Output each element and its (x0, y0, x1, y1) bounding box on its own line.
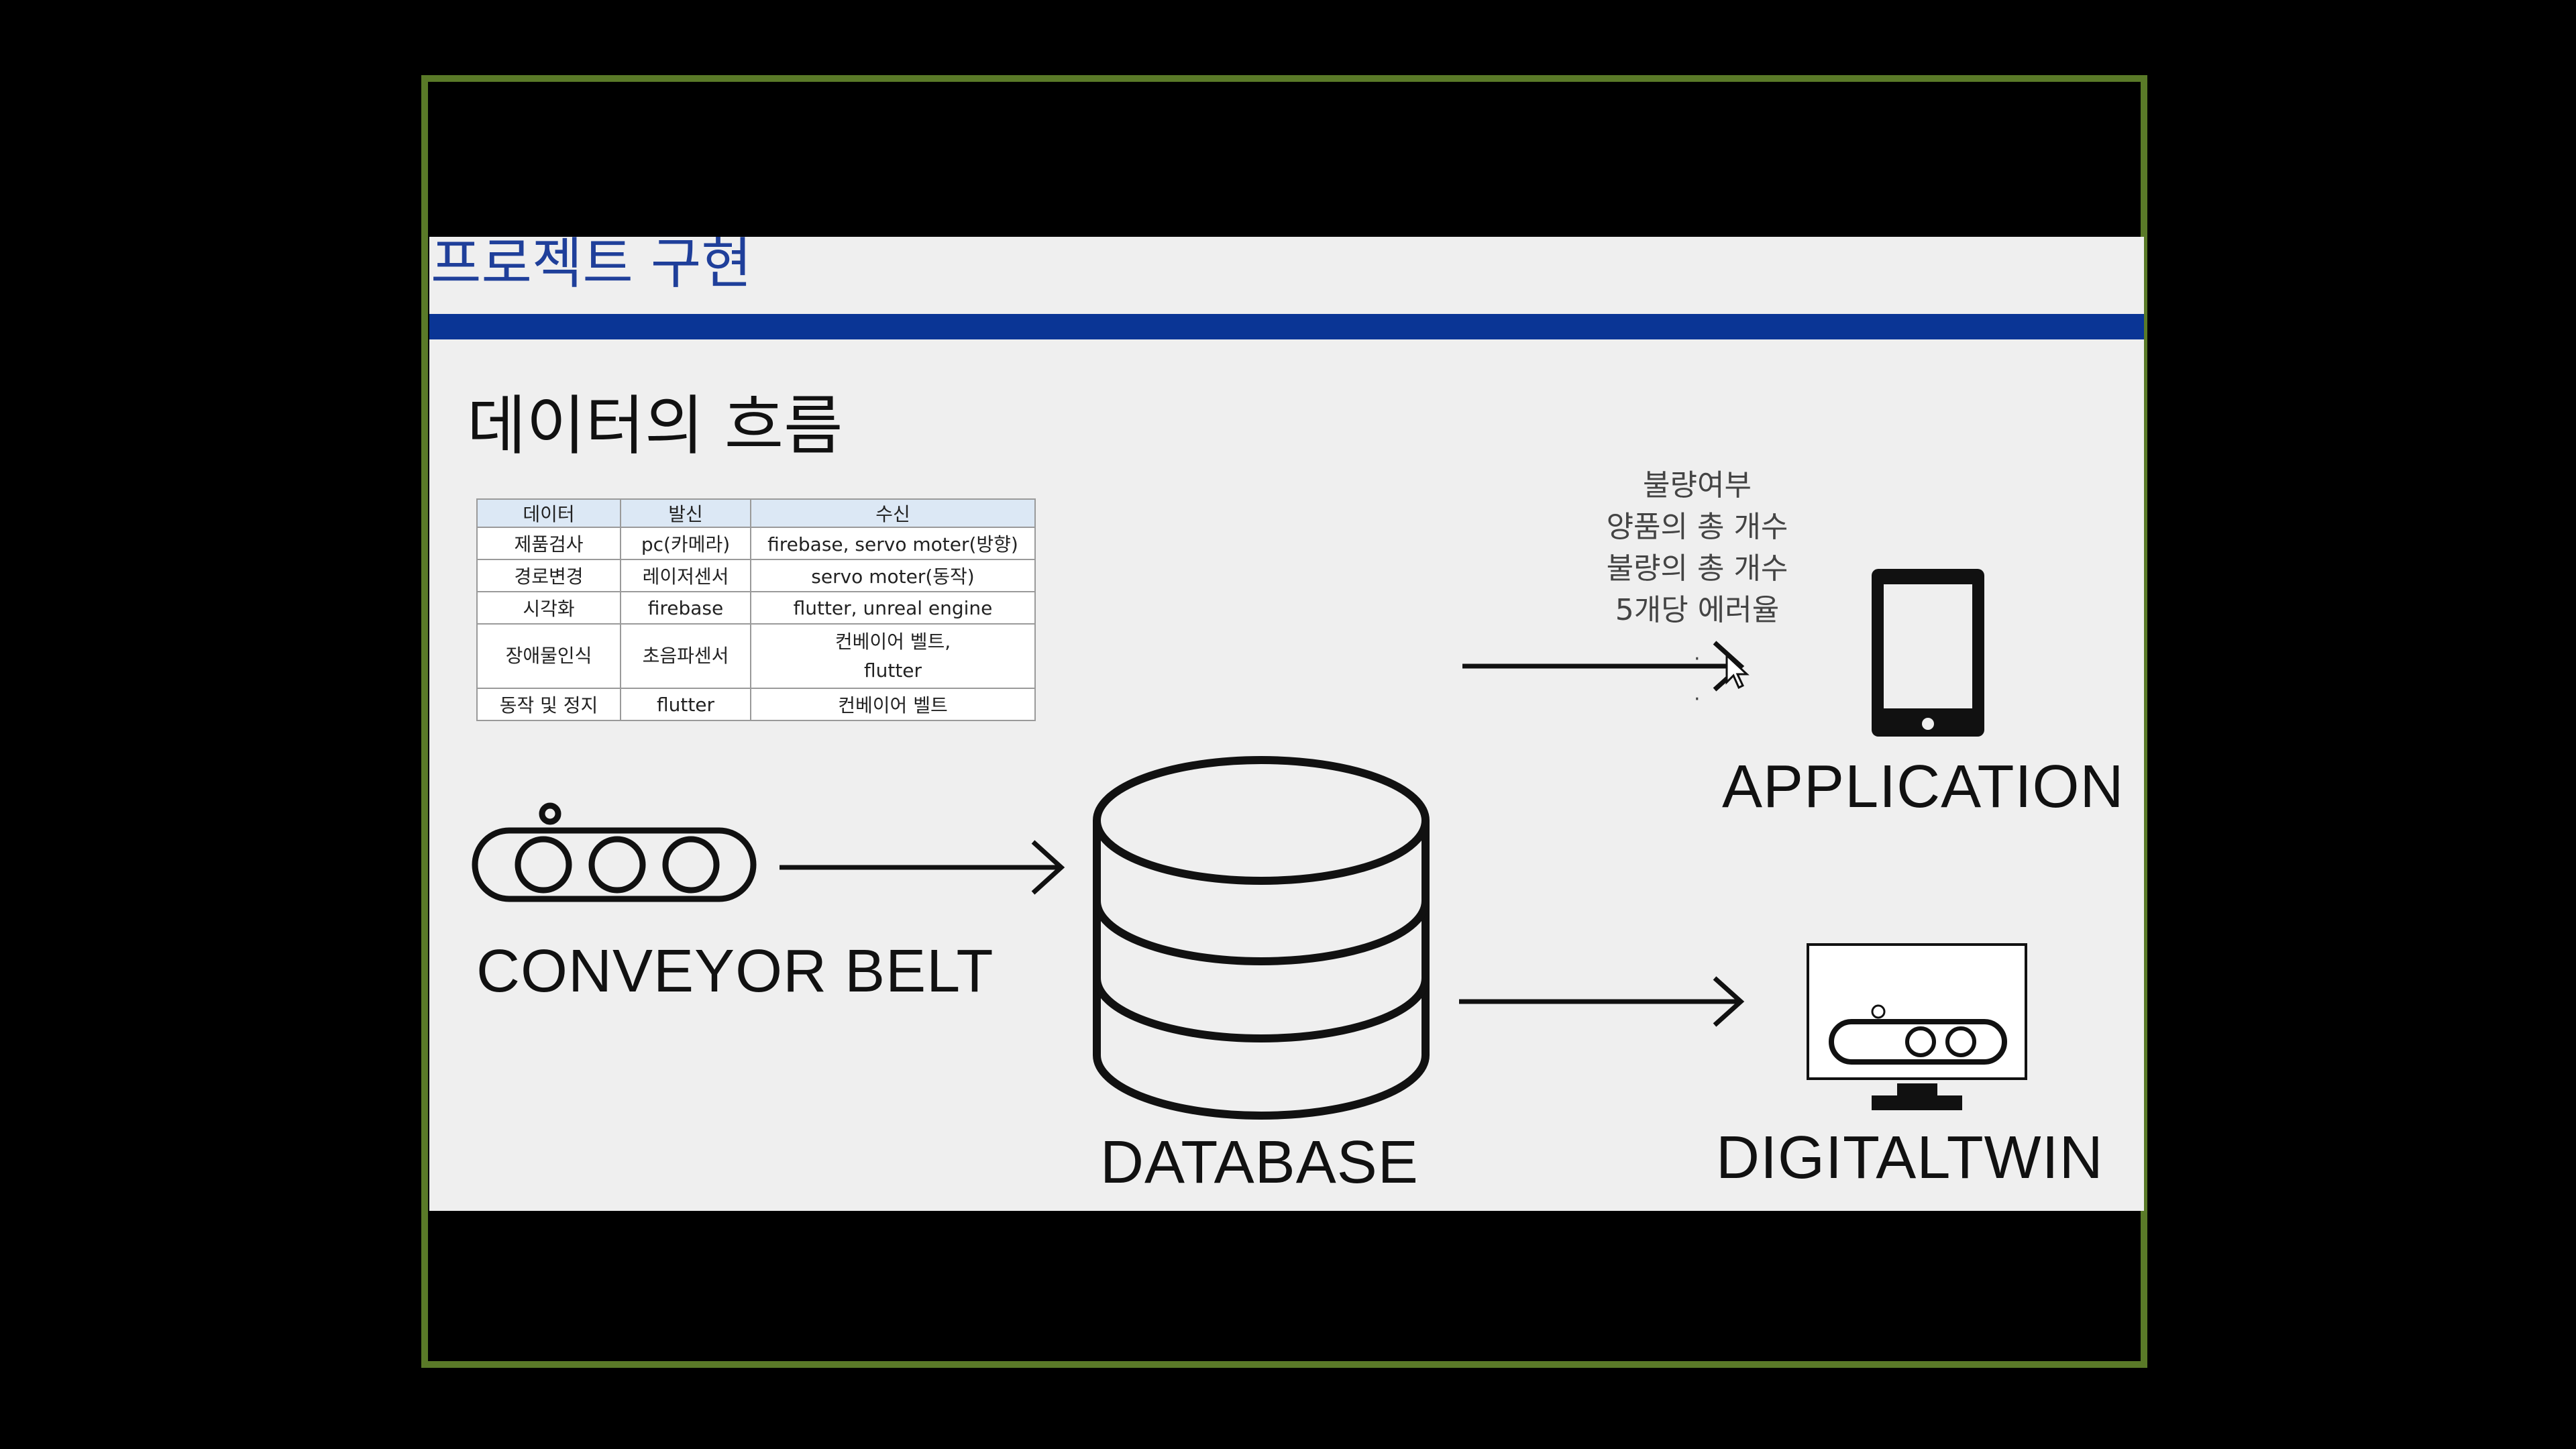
mouse-cursor-icon (1725, 653, 1750, 690)
slide-title: 프로젝트 구현 (431, 237, 752, 296)
table-cell: 컨베이어 벨트 (750, 688, 1036, 721)
data-flow-table: 데이터 발신 수신 제품검사 pc(카메라) firebase, servo m… (476, 498, 1036, 721)
table-cell: flutter (620, 688, 751, 721)
table-cell: flutter, unreal engine (750, 591, 1036, 625)
table-cell: servo moter(동작) (750, 559, 1036, 592)
phone-icon (1872, 569, 1984, 737)
table-cell: 경로변경 (476, 559, 621, 592)
database-icon (1093, 756, 1430, 1120)
arrow-database-to-application (1462, 641, 1745, 692)
conveyor-belt-icon (472, 802, 757, 902)
conveyor-belt-label: CONVEYOR BELT (476, 938, 994, 1005)
digitaltwin-label: DIGITALTWIN (1716, 1124, 2104, 1191)
application-label: APPLICATION (1722, 753, 2125, 820)
table-row: 제품검사 pc(카메라) firebase, servo moter(방향) (476, 527, 1036, 560)
table-header-row: 데이터 발신 수신 (476, 498, 1036, 528)
table-row: 경로변경 레이저센서 servo moter(동작) (476, 559, 1036, 592)
arrow-database-to-digitaltwin (1459, 976, 1745, 1027)
table-cell: pc(카메라) (620, 527, 751, 560)
table-header: 수신 (750, 498, 1036, 528)
arrow-conveyor-to-database (780, 840, 1065, 895)
table-cell: 제품검사 (476, 527, 621, 560)
data-item: 불량여부 (1643, 468, 1752, 502)
table-row: 장애물인식 초음파센서 컨베이어 벨트, flutter (476, 623, 1036, 689)
table-cell: 레이저센서 (620, 559, 751, 592)
table-cell: 장애물인식 (476, 623, 621, 689)
data-item: 양품의 총 개수 (1606, 510, 1788, 544)
table-header: 데이터 (476, 498, 621, 528)
table-cell: firebase, servo moter(방향) (750, 527, 1036, 560)
table-cell: 동작 및 정지 (476, 688, 621, 721)
flow-diagram (472, 569, 2027, 1120)
table-cell: 컨베이어 벨트, flutter (750, 623, 1036, 689)
slide: 프로젝트 구현 데이터의 흐름 데이터 발신 수신 제품검사 pc(카메라) f… (429, 237, 2144, 1211)
database-label: DATABASE (1100, 1129, 1419, 1196)
table-header: 발신 (620, 498, 751, 528)
ellipsis-dots: ·· (1694, 647, 1701, 711)
monitor-icon (1807, 943, 2027, 1110)
table-cell: firebase (620, 591, 751, 625)
slide-subtitle: 데이터의 흐름 (467, 388, 843, 464)
data-item: 5개당 에러율 (1615, 593, 1780, 627)
table-cell: 초음파센서 (620, 623, 751, 689)
data-item: 불량의 총 개수 (1606, 551, 1788, 586)
table-row: 시각화 firebase flutter, unreal engine (476, 591, 1036, 625)
title-bar (429, 314, 2144, 339)
database-data-list: 불량여부 양품의 총 개수 불량의 총 개수 5개당 에러율 (1556, 465, 1838, 631)
table-cell: 시각화 (476, 591, 621, 625)
table-row: 동작 및 정지 flutter 컨베이어 벨트 (476, 688, 1036, 721)
